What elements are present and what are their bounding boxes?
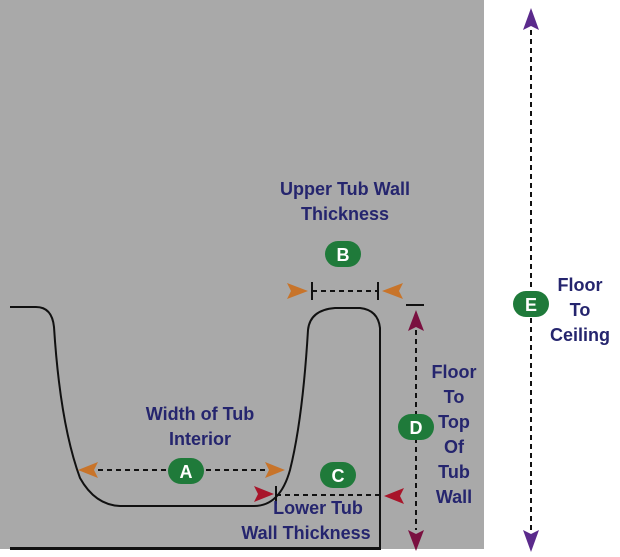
label-floor-top-line3: Top xyxy=(438,412,470,432)
floor-strip xyxy=(0,549,484,557)
badge-c xyxy=(320,462,356,488)
label-floor-ceiling-line1: Floor xyxy=(558,275,603,295)
label-upper-wall-line2: Thickness xyxy=(301,204,389,224)
label-floor-ceiling-line3: Ceiling xyxy=(550,325,610,345)
label-floor-top-line4: Of xyxy=(444,437,465,457)
badge-b xyxy=(325,241,361,267)
badge-a xyxy=(168,458,204,484)
label-floor-ceiling-line2: To xyxy=(570,300,591,320)
measure-a-arrow-right-icon xyxy=(265,462,285,478)
badge-d-text: D xyxy=(410,418,423,438)
measure-c-arrow-left-icon xyxy=(254,486,274,502)
measure-a-arrow-left-icon xyxy=(78,462,98,478)
measure-e-arrow-down-icon xyxy=(523,530,539,552)
label-floor-top-line1: Floor xyxy=(432,362,477,382)
badge-c-text: C xyxy=(332,466,345,486)
measure-d-arrow-down-icon xyxy=(408,530,424,551)
badge-d xyxy=(398,414,434,440)
measure-b-arrow-left-icon xyxy=(287,283,308,299)
measure-c-arrow-right-icon xyxy=(384,488,404,504)
badge-b-text: B xyxy=(337,245,350,265)
label-floor-top-line5: Tub xyxy=(438,462,470,482)
badge-a-text: A xyxy=(180,462,193,482)
label-floor-top-line2: To xyxy=(444,387,465,407)
label-lower-wall-line2: Wall Thickness xyxy=(241,523,370,543)
label-upper-wall-line1: Upper Tub Wall xyxy=(280,179,410,199)
label-lower-wall-line1: Lower Tub xyxy=(273,498,363,518)
wall-background xyxy=(0,0,484,557)
badge-e-text: E xyxy=(525,295,537,315)
badge-e xyxy=(513,291,549,317)
measure-e-arrow-up-icon xyxy=(523,8,539,30)
label-floor-top-line6: Wall xyxy=(436,487,472,507)
ceiling-panel xyxy=(484,0,620,557)
measure-d-arrow-up-icon xyxy=(408,310,424,331)
label-width-line2: Interior xyxy=(169,429,231,449)
measure-b-arrow-right-icon xyxy=(382,283,403,299)
label-width-line1: Width of Tub xyxy=(146,404,254,424)
